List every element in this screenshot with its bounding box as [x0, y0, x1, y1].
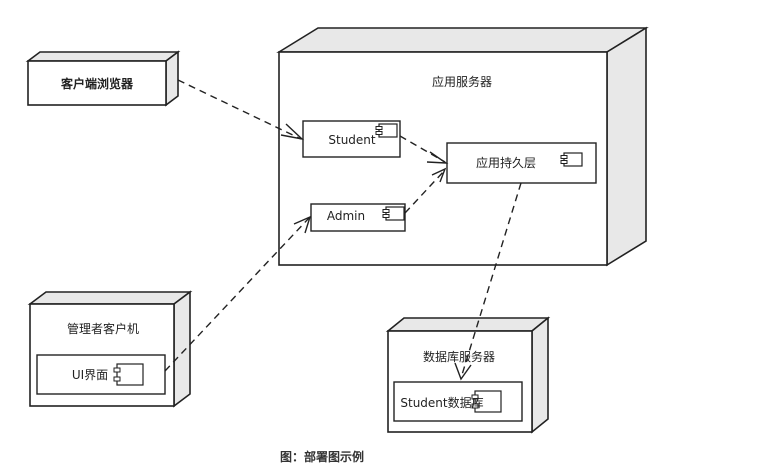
component-icon-port	[471, 403, 479, 409]
client-browser-node-side	[165, 50, 179, 107]
component-icon	[560, 152, 583, 167]
student-db-label: Student数据库	[400, 395, 483, 410]
student-component[interactable]: Student	[302, 120, 401, 158]
component-icon	[375, 123, 398, 138]
db-server-label: 数据库服务器	[423, 349, 495, 364]
db-server-node-side	[531, 316, 549, 434]
app-server-node-side	[606, 26, 647, 267]
component-icon-port	[113, 376, 121, 382]
component-icon	[382, 206, 405, 221]
client-browser-node-face	[27, 60, 167, 106]
student-component-label: Student	[328, 133, 376, 147]
client-browser-node-top	[25, 51, 181, 62]
app-server-label: 应用服务器	[432, 74, 492, 89]
client-browser-node[interactable]: 客户端浏览器	[25, 50, 181, 107]
persistence-layer-label: 应用持久层	[476, 155, 536, 170]
admin-client-node-side	[173, 290, 191, 408]
client-browser-label: 客户端浏览器	[60, 76, 134, 91]
figure-caption: 图：部署图示例	[280, 449, 364, 464]
dependency-browser-to-student	[177, 79, 305, 141]
component-icon	[474, 390, 502, 413]
app-server-node-top	[276, 27, 649, 53]
admin-component[interactable]: Admin	[310, 203, 406, 232]
ui-component-box	[36, 354, 166, 395]
dependency-ui-to-admin	[164, 215, 312, 372]
admin-client-node-top	[27, 291, 193, 305]
component-icon	[116, 363, 144, 386]
dependency-admin-to-persistence	[404, 167, 447, 214]
component-icon-port	[471, 394, 479, 400]
admin-component-box	[310, 203, 406, 232]
student-db-component[interactable]: Student数据库	[393, 381, 523, 422]
admin-client-label: 管理者客户机	[67, 321, 139, 336]
component-icon-port	[113, 367, 121, 373]
db-server-node-top	[385, 317, 551, 332]
dependency-persistence-to-db	[454, 182, 522, 381]
dependency-student-to-persistence	[399, 135, 449, 164]
ui-component[interactable]: UI界面	[36, 354, 166, 395]
admin-component-label: Admin	[327, 209, 365, 223]
ui-component-label: UI界面	[72, 368, 108, 382]
persistence-layer-component[interactable]: 应用持久层	[446, 142, 597, 184]
